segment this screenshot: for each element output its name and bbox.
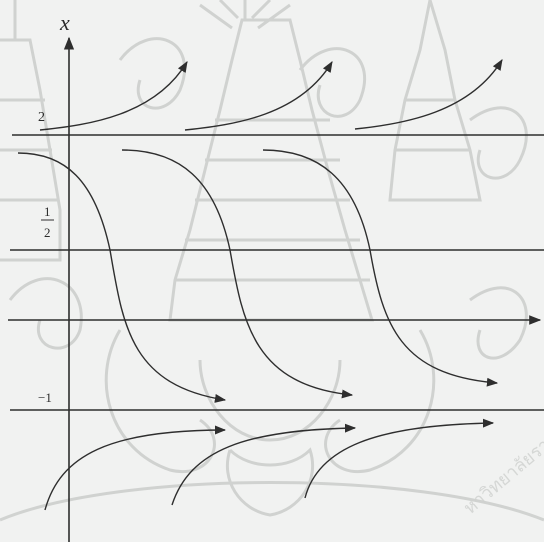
x-axis-label: x (59, 10, 70, 35)
solution-curve-above-2-a (40, 62, 187, 130)
solution-curve-above-2-c (355, 60, 502, 129)
label-2: 2 (38, 110, 45, 125)
solution-curve-decreasing-a (18, 153, 225, 400)
solution-curve-below-minus1-b (172, 428, 355, 505)
label-minus-1: −1 (38, 390, 52, 405)
solution-curve-decreasing-b (122, 150, 352, 395)
label-half-numerator: 1 (44, 204, 51, 219)
solution-curve-below-minus1-c (305, 423, 493, 498)
solution-curve-below-minus1-a (45, 430, 225, 510)
label-half-denominator: 2 (44, 225, 51, 240)
solution-curve-above-2-b (185, 62, 332, 130)
solution-curve-decreasing-c (263, 150, 497, 383)
